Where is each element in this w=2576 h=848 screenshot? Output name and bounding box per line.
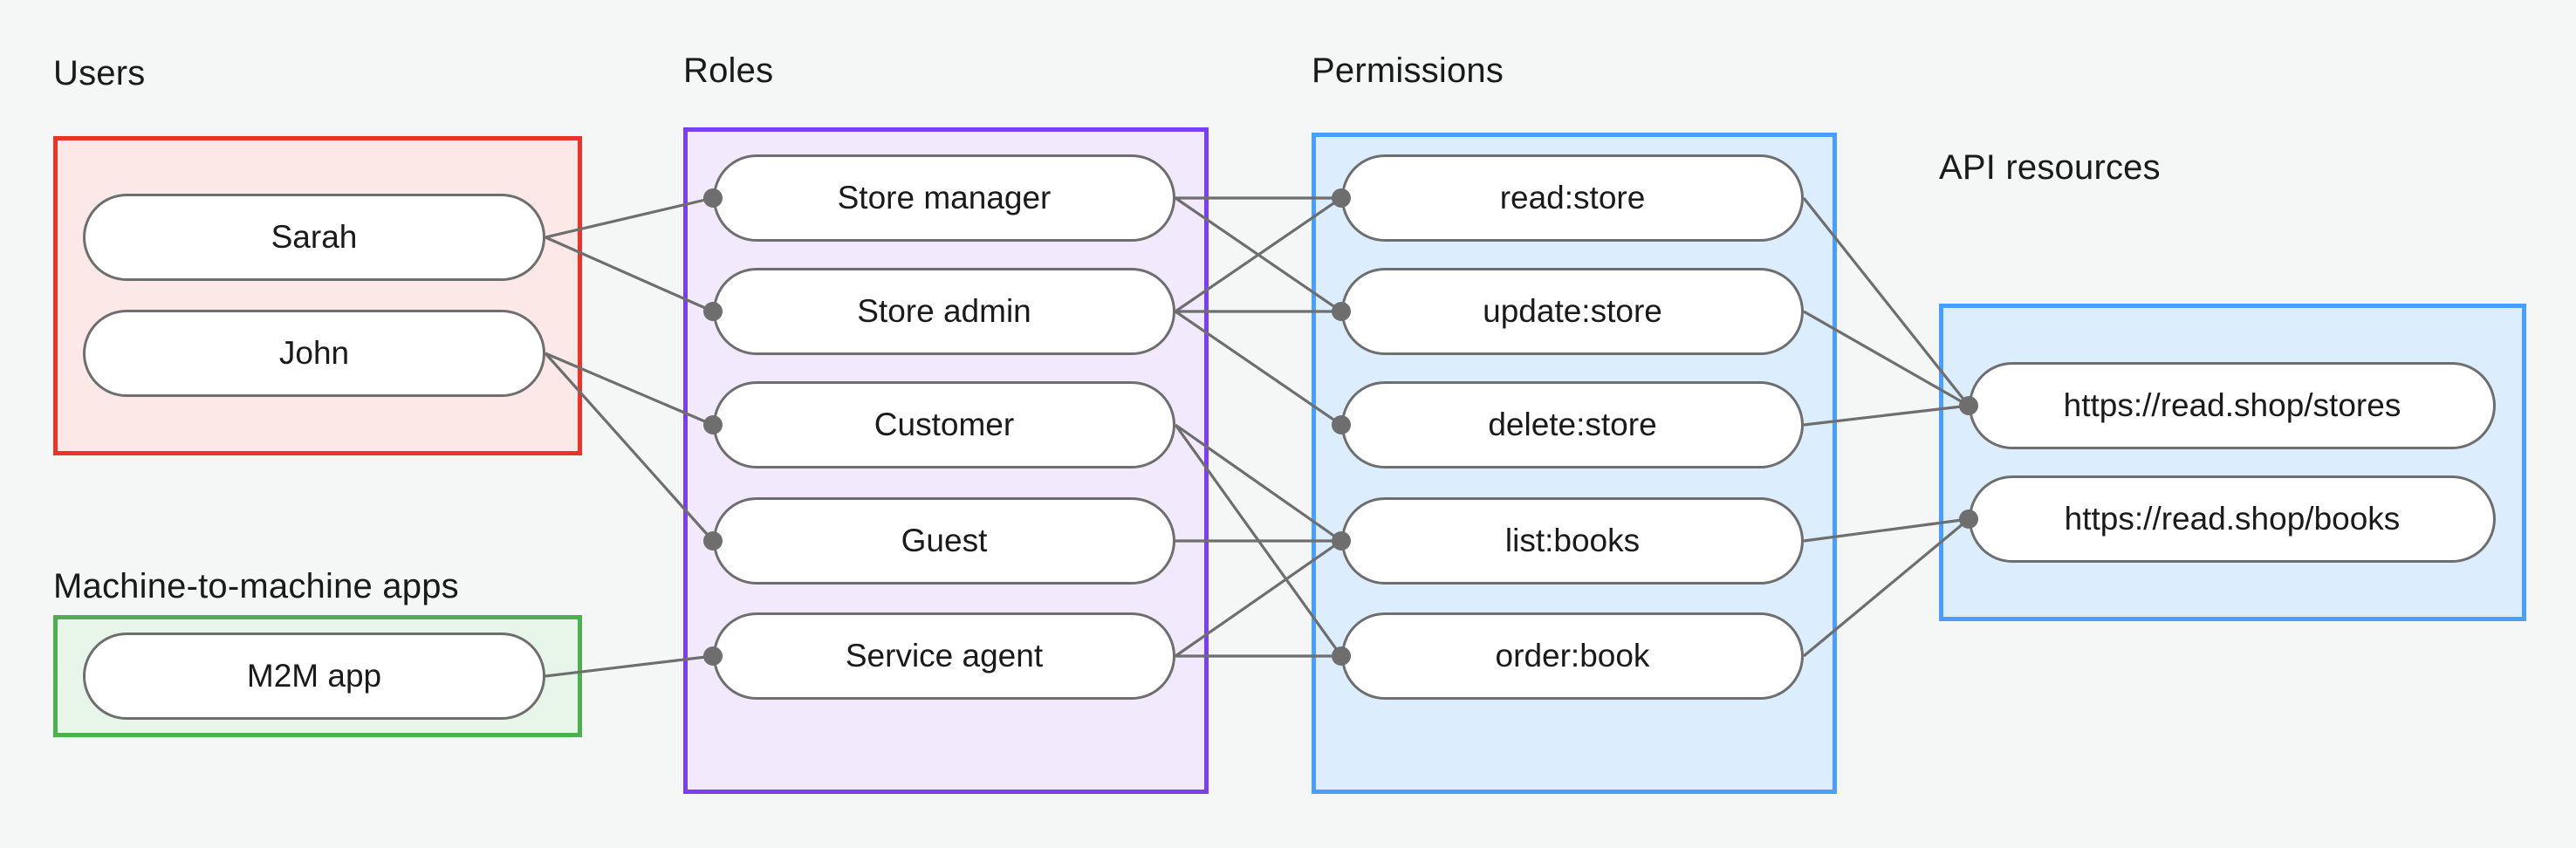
node-read-store[interactable]: read:store xyxy=(1341,154,1804,242)
node-store-admin[interactable]: Store admin xyxy=(713,268,1175,355)
group-box-users xyxy=(53,136,582,455)
node-delete-store[interactable]: delete:store xyxy=(1341,381,1804,468)
node-customer[interactable]: Customer xyxy=(713,381,1175,468)
node-order-book[interactable]: order:book xyxy=(1341,612,1804,700)
node-store-manager[interactable]: Store manager xyxy=(713,154,1175,242)
group-label-roles: Roles xyxy=(683,51,774,90)
group-label-users: Users xyxy=(53,54,146,92)
node-res-stores[interactable]: https://read.shop/stores xyxy=(1969,362,2496,449)
node-m2m-app[interactable]: M2M app xyxy=(83,633,545,720)
node-john[interactable]: John xyxy=(83,310,545,397)
node-sarah[interactable]: Sarah xyxy=(83,194,545,281)
group-label-m2m: Machine-to-machine apps xyxy=(53,567,459,605)
node-res-books[interactable]: https://read.shop/books xyxy=(1969,475,2496,563)
node-guest[interactable]: Guest xyxy=(713,497,1175,585)
group-label-permissions: Permissions xyxy=(1312,51,1504,90)
node-service-agent[interactable]: Service agent xyxy=(713,612,1175,700)
group-label-api-resources: API resources xyxy=(1939,148,2161,187)
node-list-books[interactable]: list:books xyxy=(1341,497,1804,585)
group-box-api-resources xyxy=(1939,304,2526,621)
node-update-store[interactable]: update:store xyxy=(1341,268,1804,355)
